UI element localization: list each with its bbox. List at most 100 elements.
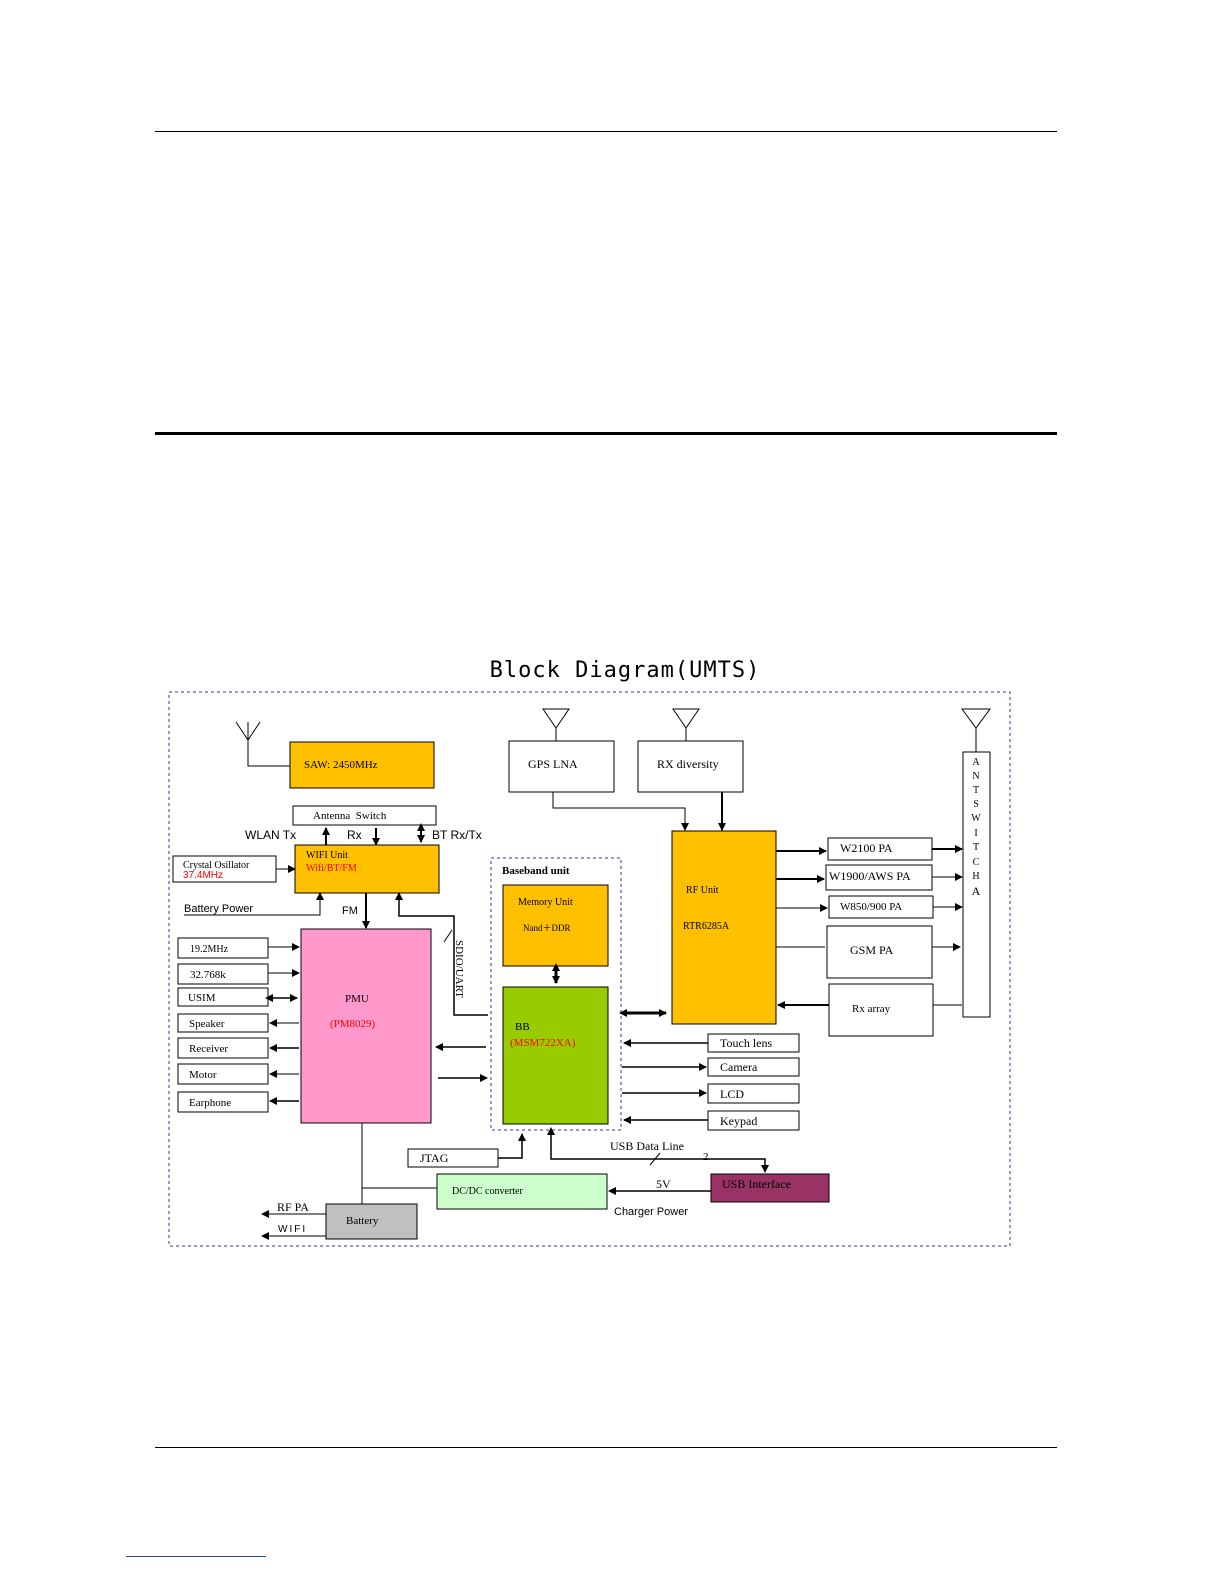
- wifi-unit-block: [294, 844, 440, 894]
- antenna-icon: [235, 721, 290, 767]
- wlan-tx-label: WLAN Tx: [245, 828, 296, 842]
- usim-label: USIM: [188, 992, 216, 1004]
- jtag-to-bb-line: [498, 1133, 526, 1159]
- usb-data-line-count: 2: [703, 1151, 709, 1163]
- svg-text:A: A: [972, 757, 980, 768]
- charger-power-label: Charger Power: [614, 1206, 688, 1218]
- clock-32-768k-block: [177, 963, 269, 985]
- motor-label: Motor: [189, 1069, 217, 1081]
- antenna-icon: [542, 708, 570, 741]
- saw-filter-block: [289, 741, 435, 789]
- svg-text:N: N: [972, 771, 979, 782]
- memory-unit-title: Memory Unit: [518, 897, 573, 908]
- memory-unit-subtitle: Nand＋DDR: [523, 923, 571, 933]
- svg-text:T: T: [973, 842, 979, 853]
- lcd-label: LCD: [720, 1087, 744, 1101]
- wifi-unit-title: WIFI Unit: [306, 850, 348, 861]
- earphone-label: Earphone: [189, 1097, 231, 1109]
- svg-text:I: I: [974, 828, 977, 839]
- pmu-chip-label: (PM8029): [330, 1018, 376, 1030]
- gsm-pa-label: GSM PA: [850, 943, 894, 957]
- rx-diversity-block: [637, 740, 744, 793]
- svg-text:H: H: [972, 871, 979, 882]
- antenna-icon: [961, 708, 991, 752]
- svg-text:S: S: [973, 799, 979, 810]
- w1900-aws-pa-block: [825, 864, 933, 891]
- bb-block: [502, 986, 609, 1125]
- rf-unit-chip: RTR6285A: [683, 921, 730, 932]
- battery-power-line: [184, 892, 324, 916]
- memory-unit-block: [502, 884, 609, 967]
- touch-lens-label: Touch lens: [720, 1036, 772, 1050]
- left-component-list: 19.2MHz 32.768k USIM Speaker Receiver Mo…: [177, 937, 269, 1113]
- earphone-block: [177, 1091, 269, 1113]
- battery-label: Battery: [346, 1215, 379, 1227]
- usb-data-line: [547, 1127, 769, 1173]
- peripheral-list: Touch lens Camera LCD Keypad: [707, 1033, 800, 1131]
- gps-lna-block: [508, 740, 615, 793]
- jtag-label: JTAG: [420, 1151, 449, 1165]
- rx-array-block: [828, 983, 934, 1037]
- diagram-frame: [168, 691, 1011, 1247]
- rf-pa-label: RF PA: [277, 1200, 309, 1214]
- baseband-unit-frame: [490, 857, 622, 1131]
- rx-diversity-label: RX diversity: [657, 757, 719, 771]
- antenna-switch-label: Antenna Switch: [313, 810, 387, 822]
- w2100-pa-label: W2100 PA: [840, 841, 893, 855]
- pmu-block: [300, 928, 432, 1124]
- pmu-title: PMU: [345, 993, 369, 1005]
- receiver-block: [177, 1037, 269, 1059]
- header-rule-thin: [155, 131, 1057, 132]
- speaker-label: Speaker: [189, 1018, 225, 1030]
- usb-interface-label: USB Interface: [722, 1177, 791, 1191]
- pa-list: W2100 PA W1900/AWS PA W850/900 PA GSM PA…: [825, 837, 934, 1037]
- gsm-pa-block: [826, 925, 933, 979]
- keypad-label: Keypad: [720, 1114, 757, 1128]
- crystal-oscillator-frequency: 37.4MHz: [183, 870, 223, 881]
- rf-unit-block: [671, 830, 777, 1025]
- sdio-uart-line: [395, 892, 488, 1016]
- footer-rule: [155, 1447, 1057, 1448]
- rx-array-label: Rx array: [852, 1003, 891, 1015]
- usb-data-hash: [649, 1152, 661, 1166]
- svg-text:T: T: [973, 785, 979, 796]
- wifi-label: WIFI: [278, 1224, 307, 1235]
- rf-unit-title: RF Unit: [686, 885, 719, 896]
- svg-text:C: C: [973, 857, 980, 868]
- crystal-oscillator-title: Crystal Osillator: [183, 860, 250, 871]
- antenna-switch-block: [292, 805, 437, 826]
- svg-text:W: W: [971, 813, 981, 824]
- clock-19-2mhz-label: 19.2MHz: [190, 944, 229, 955]
- dcdc-converter-label: DC/DC converter: [452, 1186, 523, 1197]
- bb-chip-label: (MSM722XA): [510, 1037, 576, 1049]
- w850-900-pa-label: W850/900 PA: [840, 901, 902, 913]
- clock-19-2mhz-block: [177, 937, 269, 959]
- lcd-block: [707, 1083, 800, 1104]
- wifi-unit-subtitle: Wifi/BT/FM: [306, 863, 357, 874]
- five-v-label: 5V: [656, 1177, 671, 1191]
- footer-link-underline: [126, 1556, 266, 1557]
- gps-to-rf-line: [552, 792, 689, 831]
- receiver-label: Receiver: [189, 1043, 228, 1055]
- clock-32-768k-label: 32.768k: [190, 969, 226, 981]
- usb-interface-block: [710, 1173, 830, 1203]
- baseband-unit-label: Baseband unit: [502, 865, 570, 877]
- rx-label: Rx: [347, 828, 362, 842]
- bt-rx-tx-label: BT Rx/Tx: [432, 828, 482, 842]
- speaker-block: [177, 1013, 269, 1033]
- diagram-title: Block Diagram(UMTS): [489, 658, 761, 683]
- w1900-aws-pa-label: W1900/AWS PA: [829, 869, 911, 883]
- battery-block: [325, 1203, 418, 1240]
- battery-power-label: Battery Power: [184, 903, 253, 915]
- dcdc-converter-block: [436, 1173, 608, 1210]
- camera-block: [707, 1057, 800, 1077]
- header-rule-thick: [155, 432, 1057, 435]
- bb-title: BB: [515, 1021, 530, 1033]
- usb-data-line-label: USB Data Line: [610, 1139, 684, 1153]
- camera-label: Camera: [720, 1060, 758, 1074]
- sdio-uart-label: SDIO/UART: [453, 940, 465, 998]
- fm-label: FM: [342, 905, 358, 917]
- gps-lna-label: GPS LNA: [528, 757, 578, 771]
- svg-text:A: A: [972, 884, 981, 898]
